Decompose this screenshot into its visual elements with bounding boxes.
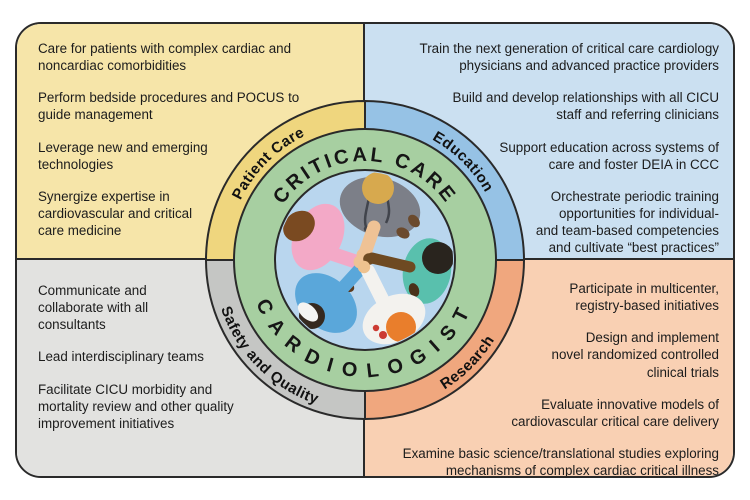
patient-care-item: Leverage new and emerging technologies — [38, 139, 208, 172]
quadrant-board: Care for patients with complex cardiac a… — [15, 22, 735, 478]
education-item: Orchestrate periodic training opportunit… — [535, 188, 719, 256]
education-item: Support education across systems of care… — [499, 139, 719, 172]
patient-care-item: Care for patients with complex cardiac a… — [38, 41, 292, 74]
research-item: Participate in multicenter, registry-bas… — [569, 281, 719, 314]
center-emblem: Patient Care Education Safety and Qualit… — [204, 99, 526, 421]
education-item: Build and develop relationships with all… — [452, 90, 719, 123]
clinician-figure-top — [339, 172, 421, 239]
safety-quality-item: Lead interdisciplinary teams — [38, 349, 204, 365]
safety-quality-item: Communicate and collaborate with all con… — [38, 283, 149, 333]
education-item: Train the next generation of critical ca… — [419, 41, 719, 74]
research-item: Examine basic science/translational stud… — [402, 446, 719, 478]
medical-team-illustration — [283, 172, 453, 345]
safety-quality-item: Facilitate CICU morbidity and mortality … — [38, 381, 234, 431]
patient-care-item: Perform bedside procedures and POCUS to … — [38, 90, 300, 123]
patient-care-item: Synergize expertise in cardiovascular an… — [38, 188, 193, 239]
quadrant-panel-education: Train the next generation of critical ca… — [365, 24, 733, 260]
research-item: Design and implement novel randomized co… — [551, 330, 719, 380]
clinician-figure-right — [402, 238, 453, 304]
joined-hands — [323, 220, 416, 314]
research-item: Evaluate innovative models of cardiovasc… — [511, 396, 719, 429]
